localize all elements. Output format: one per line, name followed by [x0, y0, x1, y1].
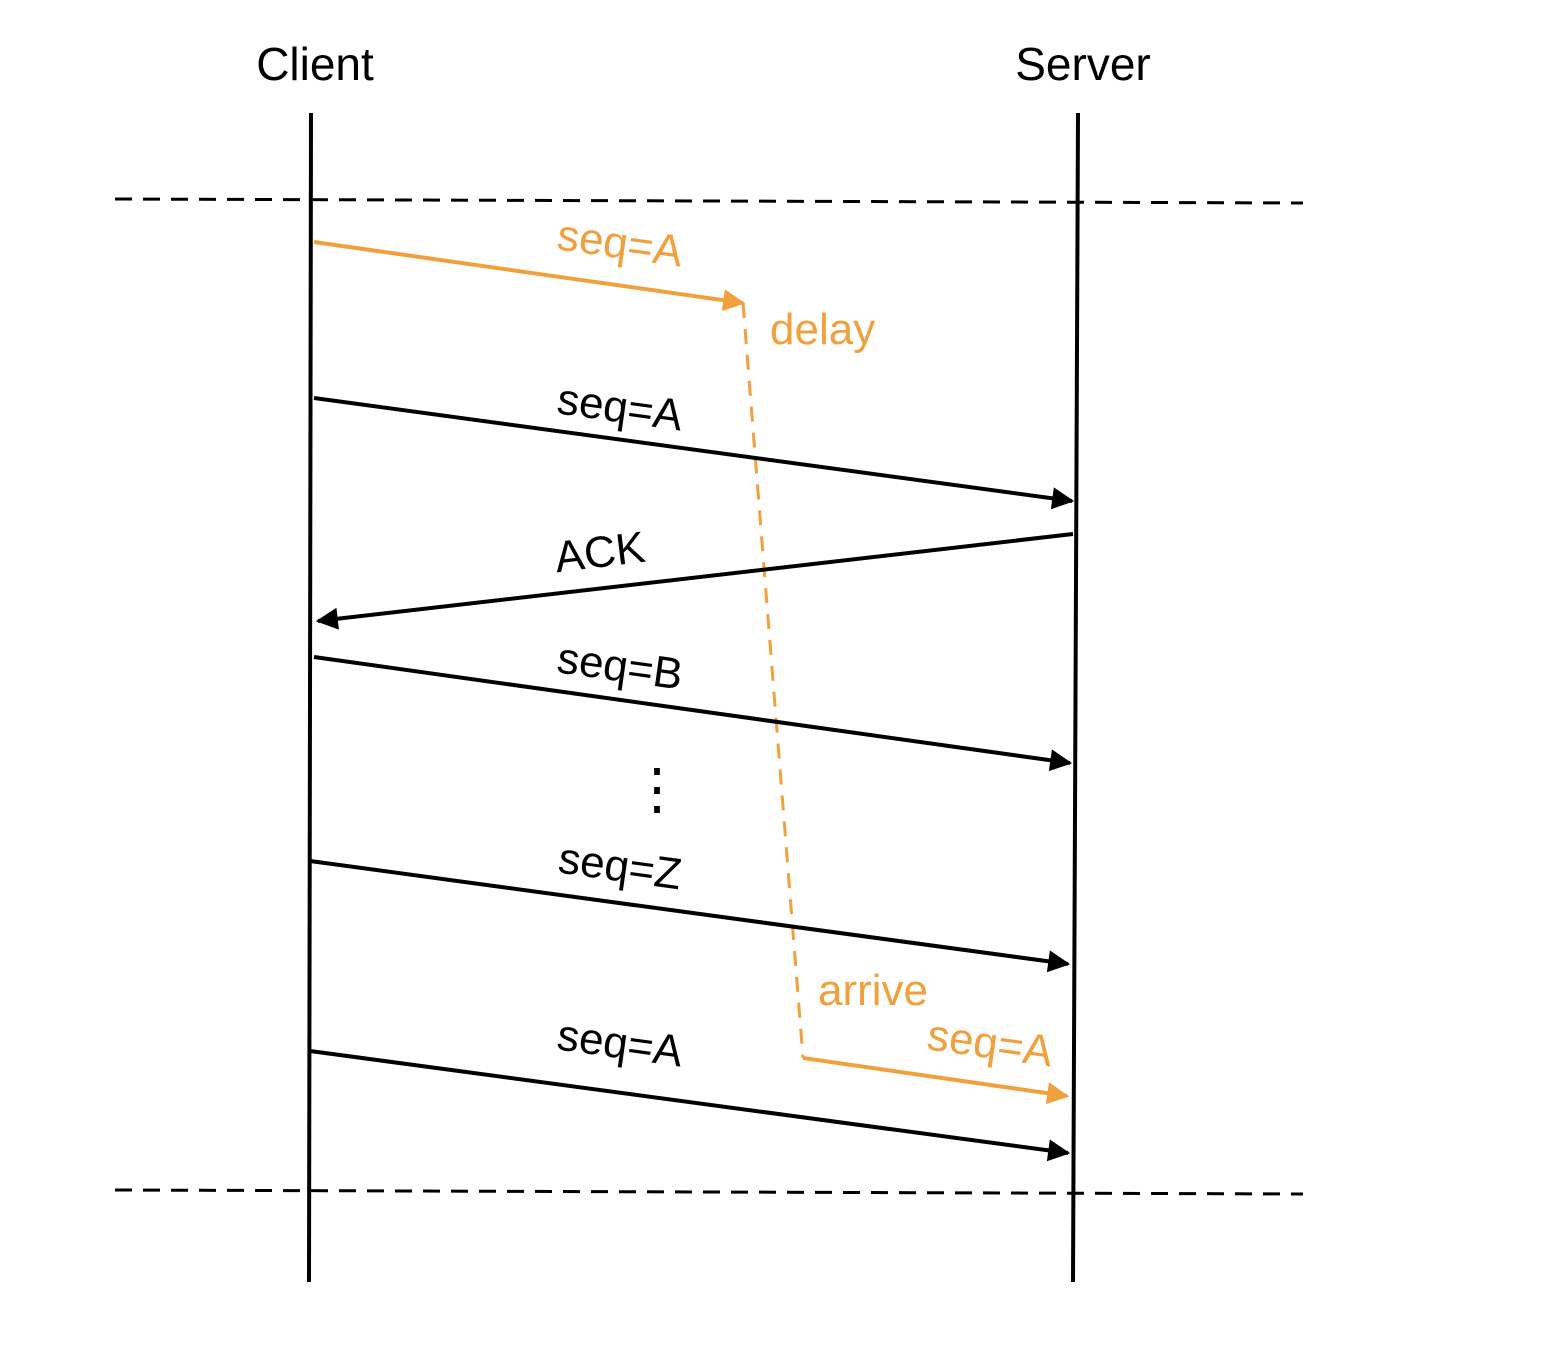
delayed-packet-arrival-arrow	[802, 1056, 1070, 1105]
top-boundary-dashed-line	[114, 197, 1304, 205]
message-arrow-seq-z	[309, 859, 1071, 973]
client-actor-label: Client	[256, 38, 374, 90]
message-label-seq-z: seq=Z	[556, 834, 685, 900]
delay-label: delay	[770, 305, 875, 354]
delayed-packet-arrival-label: seq=A	[924, 1010, 1056, 1076]
message-arrow-seq-a	[313, 396, 1075, 510]
delay-dashed-line	[741, 302, 805, 1059]
message-label-seq-a-retransmit: seq=A	[554, 1010, 686, 1076]
arrive-label: arrive	[818, 966, 928, 1015]
delayed-packet-label: seq=A	[554, 210, 686, 276]
message-label-ack: ACK	[552, 523, 648, 583]
server-actor-label: Server	[1015, 38, 1150, 90]
ellipsis-indicator: ⋮	[629, 757, 685, 820]
message-arrow-seq-b	[313, 655, 1073, 772]
message-label-seq-a: seq=A	[554, 374, 686, 440]
bottom-boundary-dashed-line	[114, 1188, 1304, 1196]
delayed-packet-arrow	[313, 240, 746, 312]
server-lifeline	[1071, 112, 1080, 1283]
message-arrow-seq-a-retransmit	[309, 1049, 1071, 1162]
message-label-seq-b: seq=B	[554, 633, 686, 699]
message-arrow-ack	[315, 532, 1074, 630]
client-lifeline	[307, 112, 313, 1283]
